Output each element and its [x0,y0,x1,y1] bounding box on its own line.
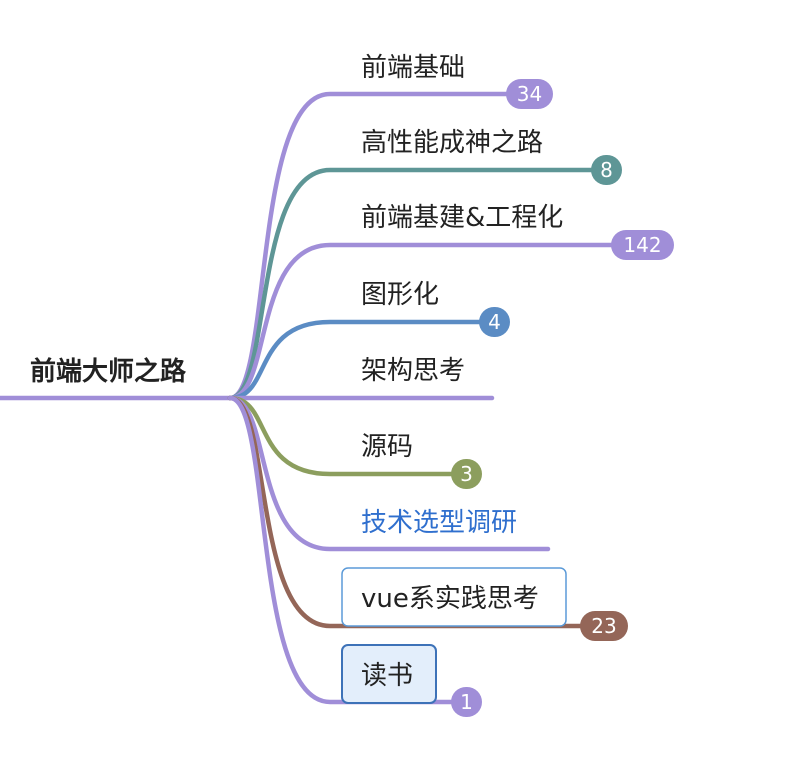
branch-edges [227,91,645,705]
count-badge-text: 1 [460,690,473,714]
branch-label-performance[interactable]: 高性能成神之路 [361,128,543,158]
branch-label-vue-practice[interactable]: vue系实践思考 [361,584,539,614]
branch-label-infrastructure[interactable]: 前端基建&工程化 [361,203,563,233]
branch-label-source-code[interactable]: 源码 [361,432,413,462]
branch-label-architecture[interactable]: 架构思考 [361,356,465,386]
edge-graphics [227,319,497,401]
count-badge-infrastructure[interactable]: 142 [611,230,674,260]
edge-performance [227,167,609,401]
count-badge-bg [451,687,482,717]
edge-infrastructure [227,242,645,401]
count-badge-graphics[interactable]: 4 [479,307,510,337]
branch-label-tech-selection[interactable]: 技术选型调研 [361,508,517,538]
count-badge-text: 4 [488,310,501,334]
count-badge-bg [479,307,510,337]
reading-node-selected-box[interactable] [341,644,437,704]
vue-node-outline[interactable] [341,567,567,627]
count-badge-bg [611,230,674,260]
count-badge-text: 142 [623,233,661,257]
branch-label-reading[interactable]: 读书 [361,661,413,691]
count-badge-text: 3 [460,462,473,486]
count-badge-frontend-basics[interactable]: 34 [506,79,553,109]
count-badge-reading[interactable]: 1 [451,687,482,717]
count-badge-text: 34 [517,82,542,106]
edge-source-code [227,395,469,477]
count-badge-source-code[interactable]: 3 [451,459,482,489]
root-topic[interactable]: 前端大师之路 [30,356,187,387]
count-badge-bg [451,459,482,489]
count-badge-vue-practice[interactable]: 23 [580,611,628,641]
count-badge-bg [591,155,622,185]
branch-label-frontend-basics[interactable]: 前端基础 [361,53,465,83]
branch-label-graphics[interactable]: 图形化 [361,280,439,310]
count-badge-bg [506,79,553,109]
count-badge-text: 23 [591,614,616,638]
count-badge-performance[interactable]: 8 [591,155,622,185]
count-badge-bg [580,611,628,641]
edge-reading [227,395,469,705]
count-badge-text: 8 [600,158,613,182]
